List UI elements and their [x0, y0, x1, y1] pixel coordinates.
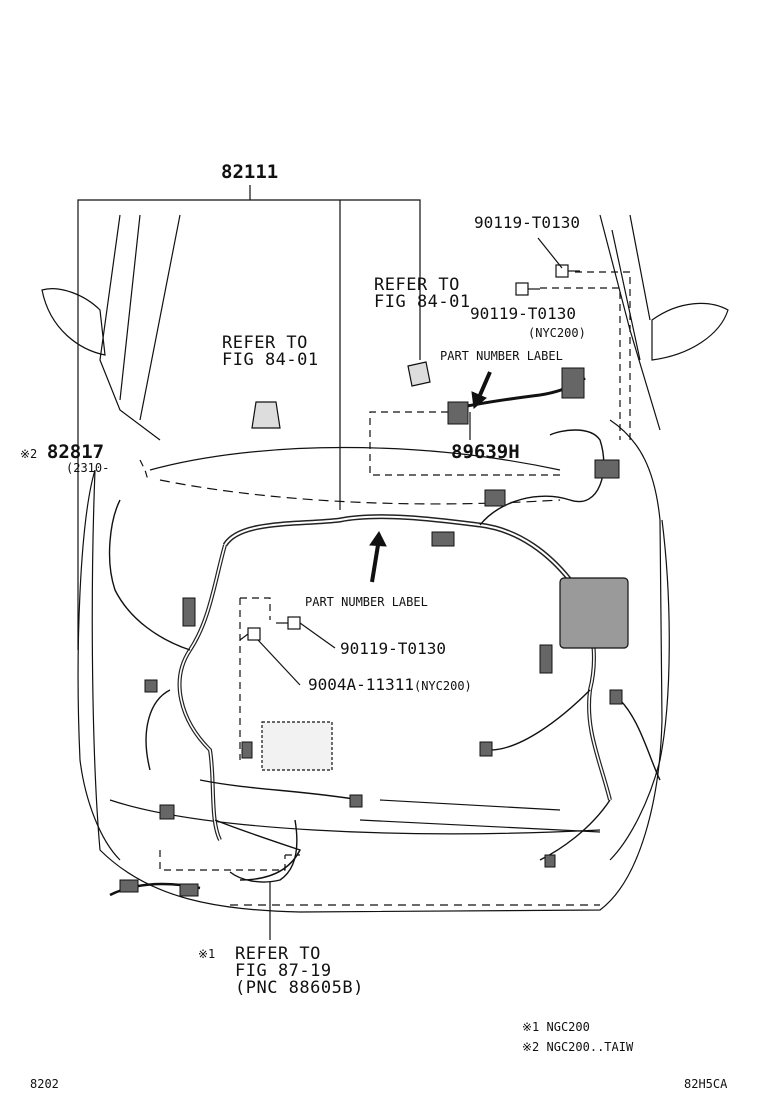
- connector: [544, 854, 556, 868]
- left-branch-wire: [177, 544, 227, 841]
- bolt-icon: [239, 627, 261, 641]
- ref-right-line1: REFER TO: [374, 275, 460, 295]
- connector: [349, 794, 363, 808]
- leader-left-wire: [139, 459, 149, 481]
- part-82817-note: (2310-: [66, 461, 110, 475]
- connector: [241, 741, 253, 759]
- mirror-right: [651, 302, 729, 361]
- leader-82111-center: [249, 185, 341, 510]
- left-branch-wire-inner: [178, 544, 226, 841]
- connector: [561, 367, 585, 399]
- windshield-right-2: [611, 214, 651, 361]
- front-right-fender: [609, 519, 670, 861]
- leader-82111: [77, 199, 421, 650]
- part-bolt-nut-number: 9004A-11311: [308, 675, 414, 694]
- main-harness-wire: [222, 514, 572, 582]
- part-82817: ※2 82817: [20, 443, 104, 462]
- footer-left-code: 8202: [30, 1077, 59, 1091]
- part-82111: 82111: [221, 161, 279, 183]
- connector: [144, 679, 158, 693]
- part-82817-mark: ※2: [20, 447, 38, 461]
- ref-right: REFER TO FIG 84-01: [374, 277, 471, 311]
- leader-bolt-mid-line: [299, 622, 336, 649]
- connector: [182, 597, 196, 627]
- part-bolt-top-1: 90119-T0130: [474, 213, 580, 232]
- connector: [179, 883, 199, 897]
- connector: [609, 689, 623, 705]
- connector: [594, 459, 620, 479]
- leader-bolt-mid: [239, 597, 271, 760]
- bumper-line: [109, 799, 601, 835]
- bumper-line-2: [359, 799, 601, 833]
- ref-left-line1: REFER TO: [222, 333, 308, 353]
- note-2: ※2 NGC200..TAIW: [522, 1040, 634, 1054]
- connector: [479, 741, 493, 757]
- connector: [431, 531, 455, 547]
- connector: [447, 401, 469, 425]
- clip-icon: [407, 361, 431, 387]
- vehicle-outline: [91, 419, 663, 913]
- left-sub-wire: [108, 499, 361, 881]
- connector: [159, 804, 175, 820]
- mirror-left: [41, 288, 106, 356]
- front-left-fender: [77, 469, 121, 861]
- part-bolt-nut: 9004A-11311(NYC200): [308, 677, 472, 693]
- ref-bottom: ※1 REFER TO FIG 87-19 (PNC 88605B): [198, 946, 364, 997]
- leader-bottom: [159, 850, 300, 871]
- windshield-left: [99, 214, 161, 441]
- part-89639h: 89639H: [451, 441, 520, 463]
- ref-bottom-mark: ※1: [198, 947, 216, 961]
- right-sub-wire: [479, 429, 661, 861]
- ref-left: REFER TO FIG 84-01: [222, 335, 319, 369]
- ref-bottom-line2: FIG 87-19: [235, 961, 332, 981]
- junction-block: [261, 721, 333, 771]
- ref-bottom-line3: (PNC 88605B): [235, 978, 364, 998]
- part-82817-number: 82817: [46, 441, 105, 463]
- connector: [119, 879, 139, 893]
- connector: [539, 644, 553, 674]
- leader-bolts-top: [540, 271, 631, 445]
- bolt-icon: [276, 616, 301, 630]
- leader-89639h: [369, 411, 560, 476]
- callout-part-number-label-top: PART NUMBER LABEL: [440, 349, 563, 363]
- part-bolt-mid: 90119-T0130: [340, 639, 446, 658]
- part-bolt-top-2-note: (NYC200): [528, 326, 586, 340]
- clip-icon: [251, 401, 281, 429]
- bolt-icon: [555, 264, 580, 278]
- main-harness-wire-inner: [224, 515, 571, 581]
- part-bolt-top-2: 90119-T0130: [470, 304, 576, 323]
- bolt-icon: [515, 282, 540, 296]
- windshield-left-2: [119, 214, 181, 421]
- part-bolt-nut-note: (NYC200): [413, 679, 472, 693]
- callout-part-number-label-mid: PART NUMBER LABEL: [305, 595, 428, 609]
- connector: [484, 489, 506, 507]
- ref-bottom-line1: REFER TO: [235, 944, 321, 964]
- ecu-box: [559, 577, 629, 649]
- ref-right-line2: FIG 84-01: [374, 292, 471, 312]
- ref-left-line2: FIG 84-01: [222, 350, 319, 370]
- leader-bolt-nut-line: [257, 639, 301, 686]
- bottom-sub-wire: [229, 819, 298, 883]
- arrow-icon: [369, 531, 387, 583]
- leader-bolt-top-1: [537, 237, 563, 269]
- footer-right-code: 82H5CA: [684, 1077, 728, 1091]
- arrow-icon: [471, 371, 492, 409]
- hood-line: [149, 446, 561, 471]
- note-1: ※1 NGC200: [522, 1020, 590, 1034]
